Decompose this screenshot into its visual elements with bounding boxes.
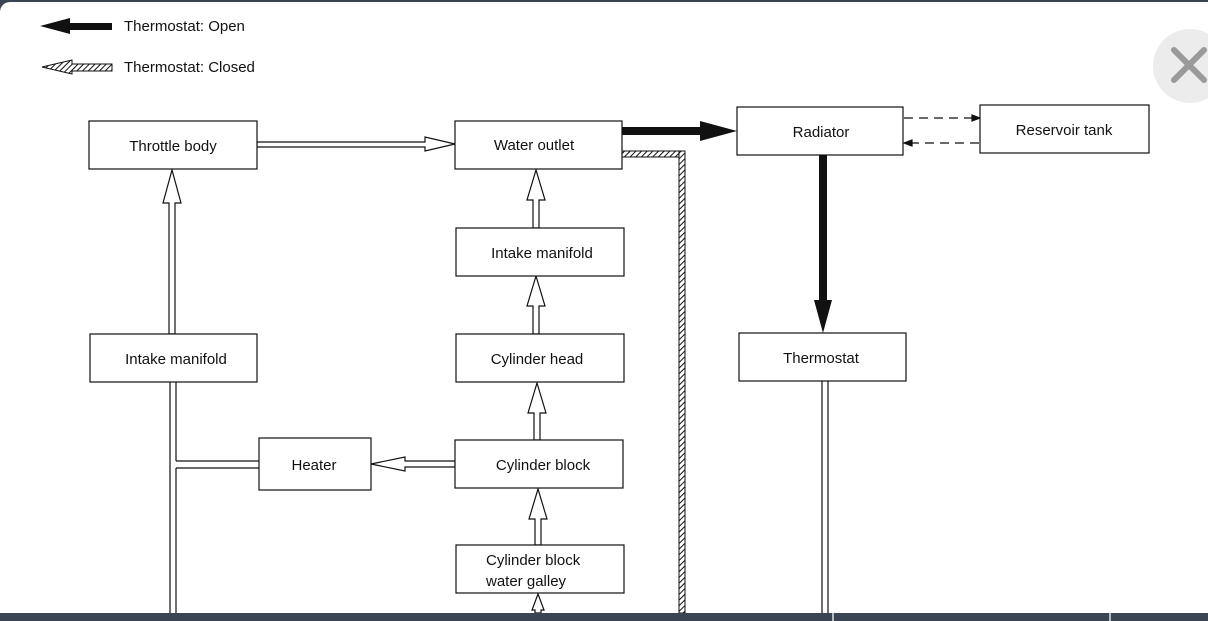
connector-thermostat-down	[821, 381, 829, 613]
close-button[interactable]	[1153, 29, 1208, 103]
flow-radiator-to-thermostat	[814, 155, 832, 333]
node-intake-manifold-center: Intake manifold	[455, 227, 625, 277]
node-label: Intake manifold	[491, 245, 593, 262]
node-label: Radiator	[793, 124, 850, 141]
node-label: Water outlet	[494, 137, 575, 154]
connector-intake-left-to-throttle	[162, 167, 182, 335]
hatched-arrow-icon	[41, 59, 113, 75]
legend-open: Thermostat: Open	[40, 18, 245, 35]
node-throttle-body: Throttle body	[88, 120, 258, 170]
legend-closed-label: Thermostat: Closed	[124, 59, 255, 76]
node-cylinder-block: Cylinder block	[454, 439, 624, 489]
node-label: Cylinder head	[491, 351, 584, 368]
toolbar-separator	[832, 613, 834, 621]
connector-reservoir-to-radiator	[902, 139, 980, 147]
legend-closed: Thermostat: Closed	[41, 59, 255, 76]
connector-below-galley	[531, 592, 545, 614]
node-label: Heater	[291, 457, 336, 474]
connector-left-pipe	[169, 382, 260, 613]
node-water-outlet: Water outlet	[454, 120, 623, 170]
legend-open-label: Thermostat: Open	[124, 18, 245, 35]
connector-radiator-to-reservoir	[904, 114, 982, 122]
node-label: Throttle body	[129, 138, 217, 155]
node-label: Cylinder block	[496, 457, 591, 474]
node-heater: Heater	[258, 437, 372, 491]
node-label: Intake manifold	[125, 351, 227, 368]
node-label: Thermostat	[783, 350, 860, 367]
connector-head-to-intake-center	[526, 273, 546, 335]
connector-galley-to-block	[528, 486, 548, 546]
connector-block-to-heater	[370, 456, 456, 472]
bypass-pipe-closed	[621, 150, 686, 614]
connector-intake-center-to-outlet	[526, 167, 546, 229]
flow-outlet-to-radiator	[622, 121, 737, 141]
bottom-toolbar	[0, 613, 1208, 621]
node-cylinder-head: Cylinder head	[455, 333, 625, 383]
node-thermostat: Thermostat	[738, 332, 907, 382]
connector-block-to-head	[527, 380, 547, 441]
toolbar-separator	[1109, 613, 1111, 621]
node-intake-manifold-left: Intake manifold	[89, 333, 258, 383]
node-label-line2: water galley	[485, 573, 567, 590]
node-label: Reservoir tank	[1016, 122, 1113, 139]
node-label-line1: Cylinder block	[486, 552, 581, 569]
connector-throttle-to-outlet	[256, 136, 456, 152]
node-cylinder-block-water-galley: Cylinder block water galley	[455, 544, 625, 594]
close-icon	[1171, 47, 1207, 83]
node-radiator: Radiator	[736, 106, 904, 156]
node-reservoir-tank: Reservoir tank	[979, 104, 1150, 154]
solid-arrow-icon	[40, 18, 112, 34]
